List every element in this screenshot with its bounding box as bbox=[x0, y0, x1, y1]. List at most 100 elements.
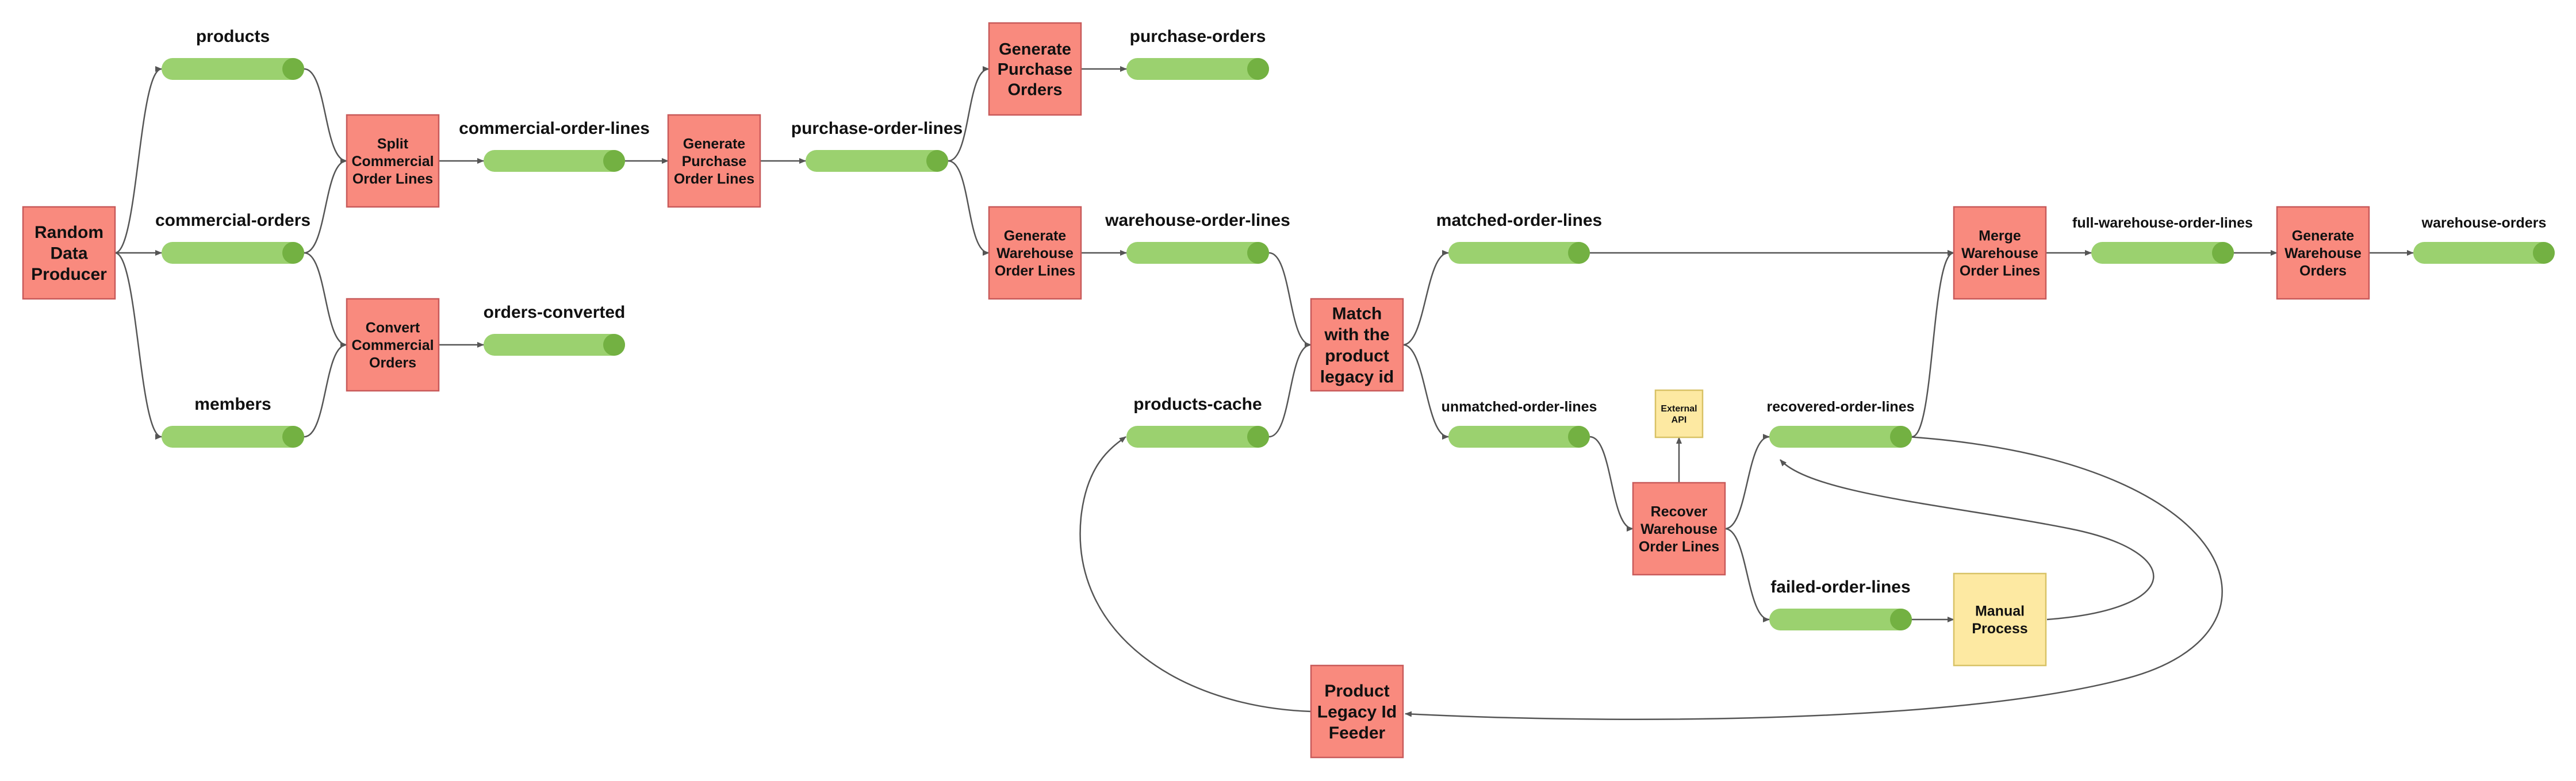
topic-members[interactable]: members bbox=[162, 395, 304, 448]
edge-recovered-order-lines-to-merge bbox=[1911, 250, 1954, 438]
node-label-line: Orders bbox=[369, 355, 416, 371]
node-label-line: Match bbox=[1332, 305, 1382, 324]
topic-label: full-warehouse-order-lines bbox=[2072, 215, 2253, 231]
node-label-line: Data bbox=[50, 244, 87, 263]
topic-pipe-end bbox=[1890, 426, 1912, 448]
edge-commercial-orders-to-convert bbox=[304, 252, 347, 348]
node-box bbox=[1953, 206, 2047, 300]
node-label-line: legacy id bbox=[1320, 367, 1394, 386]
edge-recover-to-recovered-order-lines bbox=[1724, 434, 1770, 530]
node-box bbox=[2276, 206, 2370, 300]
node-label-line: Orders bbox=[2299, 263, 2347, 279]
topic-warehouse-orders[interactable]: warehouse-orders bbox=[2413, 215, 2555, 264]
node-label-line: Generate bbox=[1004, 228, 1066, 244]
node-box bbox=[346, 114, 440, 208]
node-box bbox=[1632, 482, 1726, 576]
node-box bbox=[988, 22, 1082, 116]
topic-failed-order-lines[interactable]: failed-order-lines bbox=[1769, 578, 1912, 630]
node-label-line: Generate bbox=[999, 40, 1071, 59]
topic-matched-order-lines[interactable]: matched-order-lines bbox=[1436, 211, 1602, 264]
topic-commercial-orders[interactable]: commercial-orders bbox=[155, 211, 310, 264]
node-label-line: API bbox=[1672, 415, 1687, 425]
node-label-line: Feeder bbox=[1329, 724, 1386, 742]
node-label-line: Process bbox=[1972, 621, 2027, 637]
topic-unmatched-order-lines[interactable]: unmatched-order-lines bbox=[1442, 399, 1597, 448]
topic-pipe-end bbox=[1568, 242, 1590, 264]
topic-purchase-orders[interactable]: purchase-orders bbox=[1126, 27, 1269, 80]
node-label-line: Generate bbox=[2292, 228, 2354, 244]
topic-pipe-end bbox=[282, 58, 304, 80]
node-label-line: Merge bbox=[1979, 228, 2021, 244]
topic-label: purchase-orders bbox=[1130, 27, 1266, 46]
edge-random-to-products bbox=[114, 66, 162, 254]
node-label-line: Generate bbox=[683, 136, 745, 152]
topic-label: commercial-orders bbox=[155, 211, 310, 230]
node-box bbox=[1310, 298, 1404, 392]
edge-commercial-orders-to-split bbox=[304, 158, 347, 254]
node-box bbox=[1654, 389, 1704, 438]
node-label-line: Warehouse bbox=[2284, 245, 2362, 261]
topic-label: matched-order-lines bbox=[1436, 211, 1602, 230]
topic-products-cache[interactable]: products-cache bbox=[1126, 395, 1269, 448]
node-label-line: Purchase bbox=[682, 153, 747, 170]
node-label-line: Order Lines bbox=[674, 171, 754, 187]
topic-pipe-end bbox=[2212, 242, 2234, 264]
topic-products[interactable]: products bbox=[162, 27, 304, 80]
topic-orders-converted[interactable]: orders-converted bbox=[484, 303, 626, 356]
node-label-line: Warehouse bbox=[1961, 245, 2038, 261]
node-label-line: Orders bbox=[1007, 81, 1062, 99]
topic-full-warehouse-order-lines[interactable]: full-warehouse-order-lines bbox=[2072, 215, 2253, 264]
topic-pipe-end bbox=[1247, 58, 1269, 80]
edges-layer bbox=[114, 66, 2414, 720]
node-label-line: product bbox=[1325, 347, 1389, 366]
topic-label: products-cache bbox=[1133, 395, 1262, 414]
node-label-line: Commercial bbox=[351, 337, 434, 353]
edge-unmatched-order-lines-to-recover bbox=[1589, 436, 1634, 532]
topic-pipe-end bbox=[282, 242, 304, 264]
topic-commercial-order-lines[interactable]: commercial-order-lines bbox=[459, 119, 650, 172]
node-box bbox=[988, 206, 1082, 300]
node-label-line: Commercial bbox=[351, 153, 434, 170]
topic-pipe-end bbox=[1568, 426, 1590, 448]
topic-label: recovered-order-lines bbox=[1766, 399, 1914, 415]
topic-label: members bbox=[194, 395, 271, 414]
node-label-line: Purchase bbox=[998, 60, 1073, 79]
node-box bbox=[1953, 572, 2047, 667]
edge-products-to-split bbox=[304, 68, 347, 164]
topic-label: purchase-order-lines bbox=[791, 119, 963, 138]
topic-pipe-end bbox=[282, 426, 304, 448]
node-box bbox=[346, 298, 440, 392]
node-label-line: Product bbox=[1324, 682, 1389, 701]
topic-pipe-end bbox=[1890, 609, 1912, 630]
topic-pipe-end bbox=[1247, 242, 1269, 264]
topic-label: unmatched-order-lines bbox=[1442, 399, 1597, 415]
node-box bbox=[22, 206, 116, 300]
edge-warehouse-order-lines-to-match bbox=[1268, 252, 1312, 348]
topic-label: warehouse-orders bbox=[2421, 215, 2547, 231]
topic-label: commercial-order-lines bbox=[459, 119, 650, 138]
node-label-line: Producer bbox=[31, 265, 107, 284]
node-label-line: External bbox=[1661, 404, 1697, 414]
node-label-line: Order Lines bbox=[352, 171, 433, 187]
edge-purchase-order-lines-to-gen-wol bbox=[948, 160, 990, 256]
node-label-line: Warehouse bbox=[1640, 521, 1718, 537]
topic-purchase-order-lines[interactable]: purchase-order-lines bbox=[791, 119, 963, 172]
topic-pipe-end bbox=[1247, 426, 1269, 448]
node-box bbox=[1310, 664, 1404, 759]
edge-recovered-order-lines-to-feeder bbox=[1405, 436, 2223, 720]
topic-recovered-order-lines[interactable]: recovered-order-lines bbox=[1766, 399, 1915, 448]
topic-warehouse-order-lines[interactable]: warehouse-order-lines bbox=[1105, 211, 1290, 264]
